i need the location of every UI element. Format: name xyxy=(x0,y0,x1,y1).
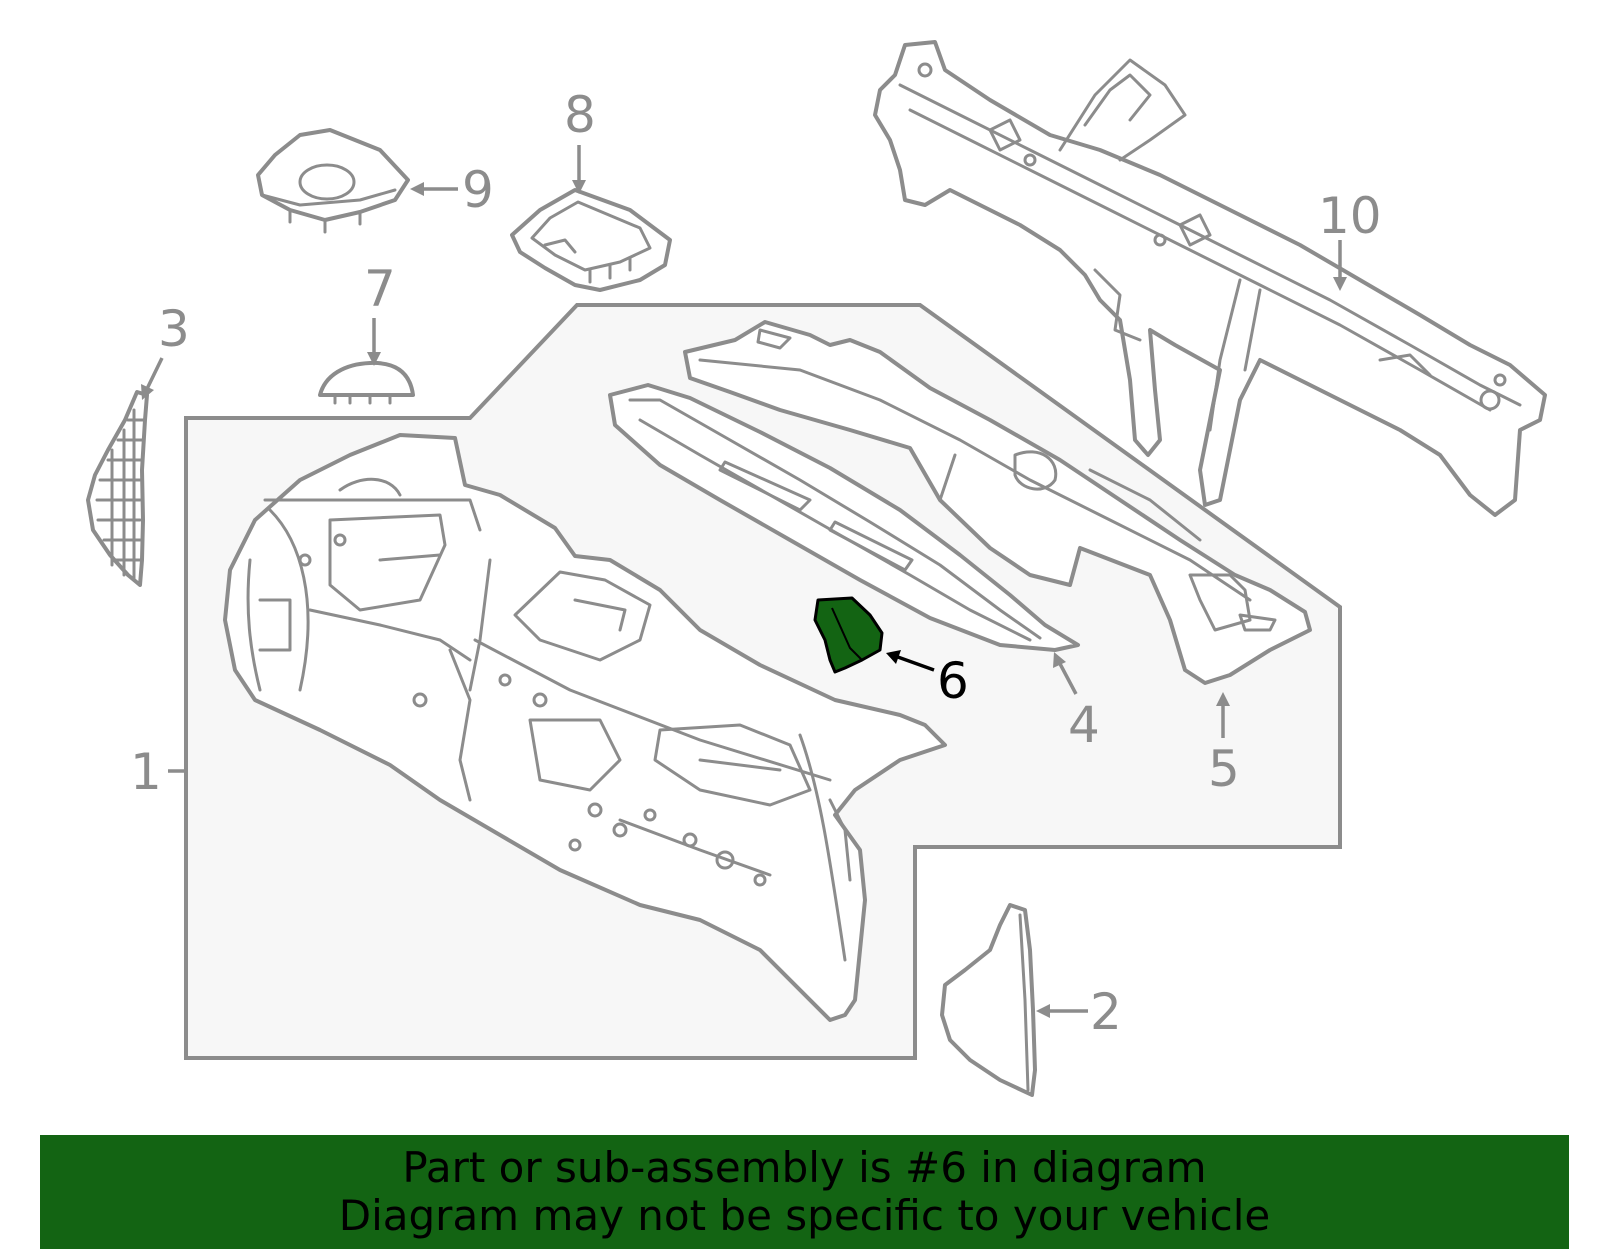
arrowhead-8 xyxy=(572,180,586,194)
part-8-cover-panel[interactable] xyxy=(510,188,672,292)
callout-7[interactable]: 7 xyxy=(364,260,396,318)
part-4-front-panel[interactable] xyxy=(608,383,1080,652)
part-5-cowl-panel[interactable] xyxy=(683,320,1312,685)
arrowhead-9 xyxy=(410,182,424,196)
arrowhead-5 xyxy=(1216,692,1230,706)
arrowhead-7 xyxy=(367,352,381,366)
arrowhead-2 xyxy=(1036,1004,1050,1018)
callout-10[interactable]: 10 xyxy=(1318,187,1382,245)
info-banner: Part or sub-assembly is #6 in diagram Di… xyxy=(40,1135,1569,1249)
callout-5[interactable]: 5 xyxy=(1208,740,1240,798)
arrowhead-4 xyxy=(1053,652,1066,668)
part-3-side-grille[interactable] xyxy=(86,390,149,587)
part-2-side-trim[interactable] xyxy=(940,903,1037,1097)
part-9-trim-cover[interactable] xyxy=(256,128,410,234)
callout-4[interactable]: 4 xyxy=(1068,696,1100,754)
callout-1[interactable]: 1 xyxy=(130,743,162,801)
callout-9[interactable]: 9 xyxy=(462,161,494,219)
arrowhead-3 xyxy=(141,384,154,400)
arrowhead-6 xyxy=(886,650,901,664)
callout-3[interactable]: 3 xyxy=(158,300,190,358)
part-7-small-cap[interactable] xyxy=(318,360,415,405)
part-1-dashboard-panel[interactable] xyxy=(223,433,947,1022)
callout-8[interactable]: 8 xyxy=(564,86,596,144)
banner-line-disclaimer: Diagram may not be specific to your vehi… xyxy=(338,1191,1271,1240)
callout-2[interactable]: 2 xyxy=(1090,983,1122,1041)
callout-6[interactable]: 6 xyxy=(937,652,969,710)
banner-line-part-number: Part or sub-assembly is #6 in diagram xyxy=(402,1143,1207,1192)
part-6-bracket-highlighted[interactable] xyxy=(813,596,884,674)
leader-4 xyxy=(1056,659,1078,695)
leader-6 xyxy=(894,654,935,672)
arrowhead-10 xyxy=(1333,277,1347,291)
